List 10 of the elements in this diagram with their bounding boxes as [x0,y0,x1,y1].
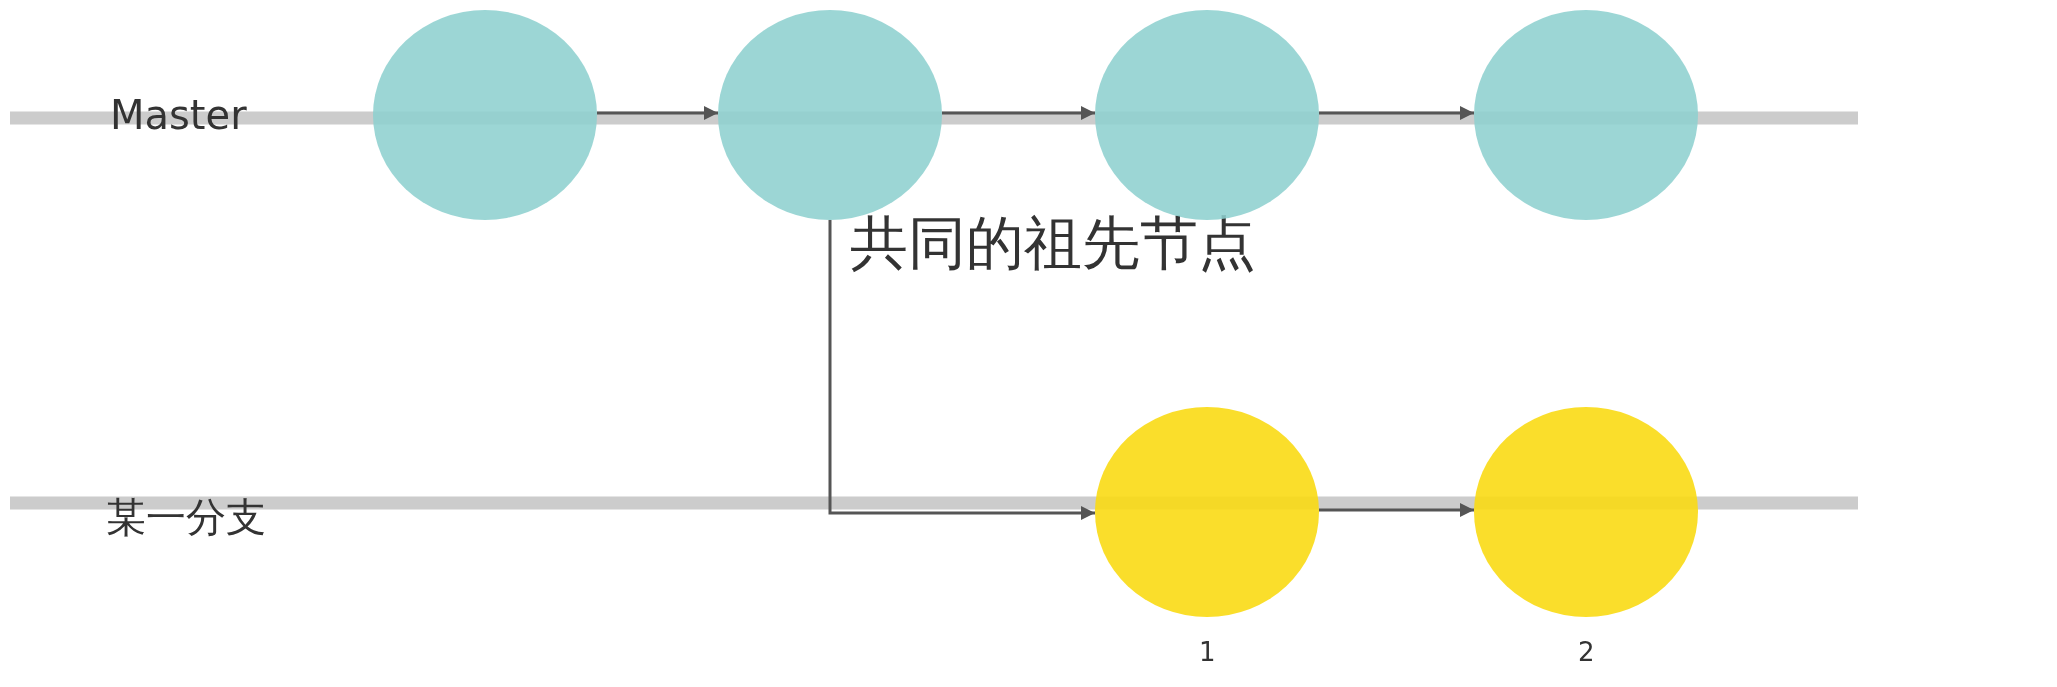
branch-label: 某一分支 [106,493,266,542]
commit-number: 1 [1199,637,1216,667]
arrow [597,106,718,120]
arrow [1319,106,1474,120]
commit-number: 2 [1578,637,1595,667]
arrow [828,220,1095,520]
branch-label: Master [110,92,247,138]
arrow [942,106,1095,120]
arrow [1319,503,1474,517]
node-caption: 共同的祖先节点 [850,208,1256,279]
